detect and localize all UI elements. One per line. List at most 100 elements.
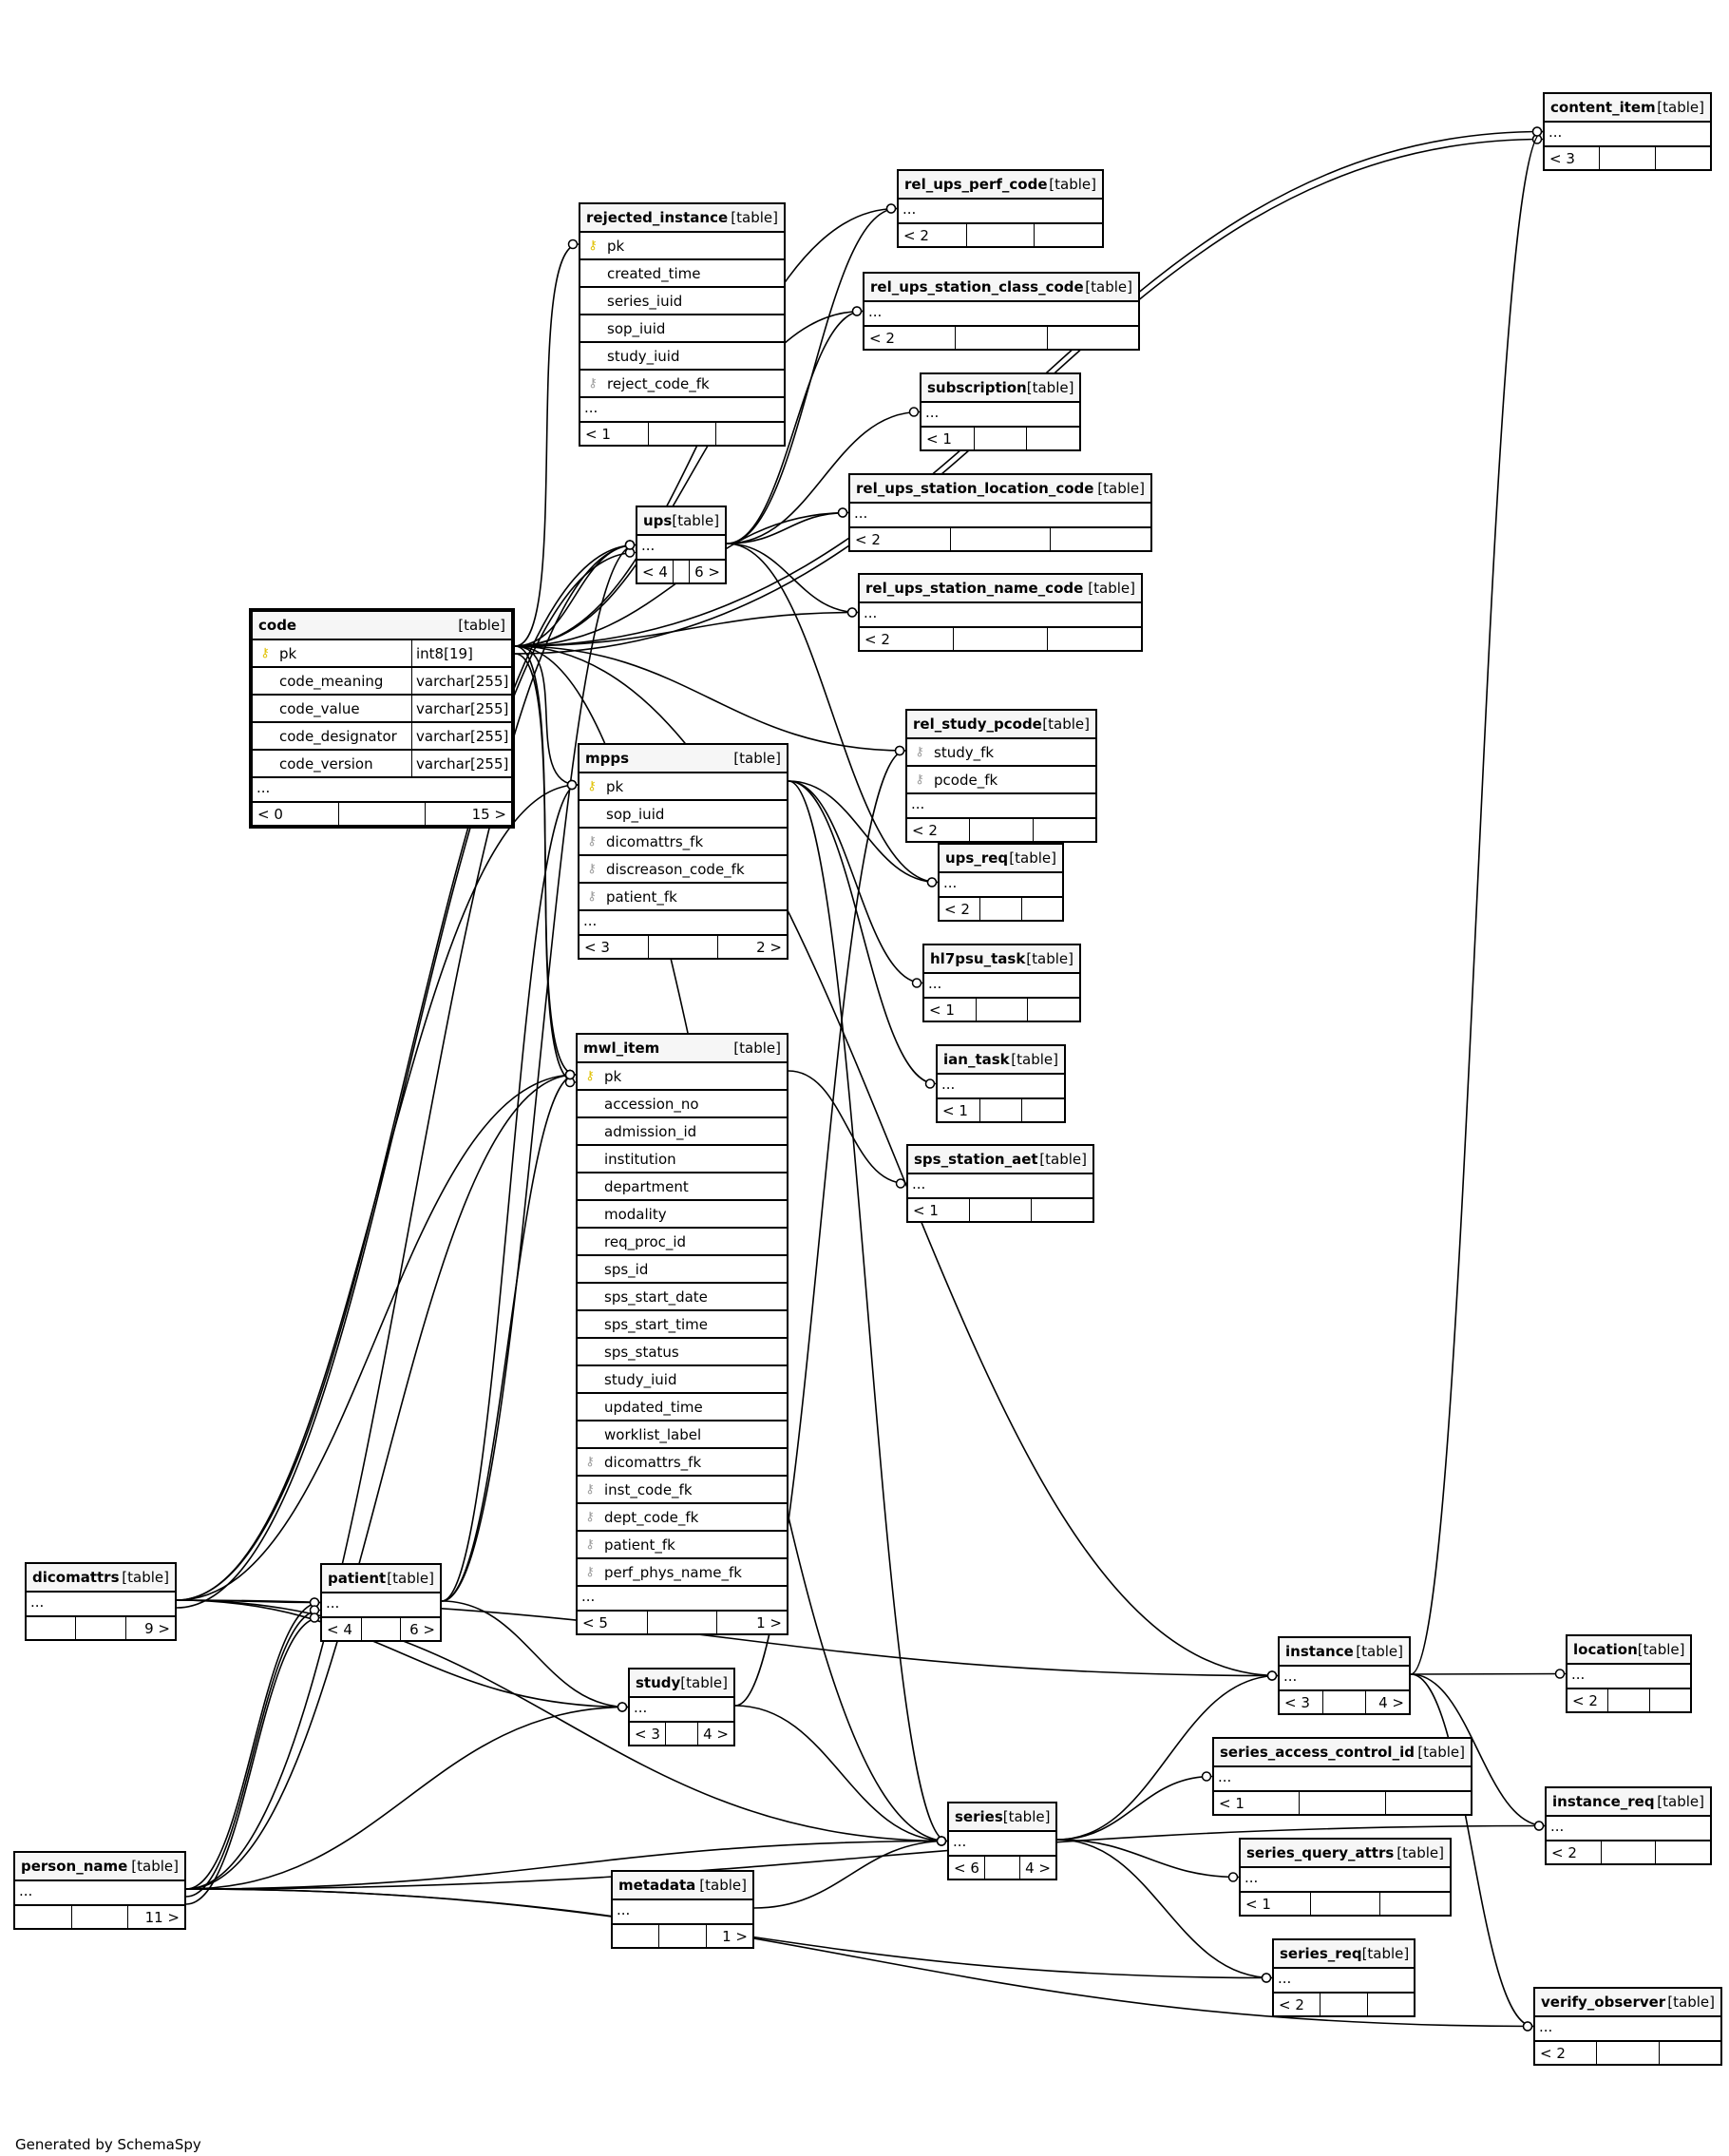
incoming-count bbox=[15, 1906, 72, 1928]
table-rel-ups-station-name-code[interactable]: rel_ups_station_name_code[table]...< 2 bbox=[858, 573, 1143, 652]
incoming-count: < 2 bbox=[1535, 2042, 1598, 2064]
table-header: mpps[table] bbox=[580, 745, 787, 773]
column-name: inst_code_fk bbox=[604, 1480, 693, 1498]
table-name: rel_ups_station_location_code bbox=[856, 480, 1094, 497]
outgoing-count bbox=[1034, 819, 1095, 841]
table-name: sps_station_aet bbox=[914, 1151, 1038, 1168]
table-dicomattrs[interactable]: dicomattrs[table]...9 > bbox=[25, 1562, 177, 1641]
table-name: rel_study_pcode bbox=[913, 715, 1042, 733]
column-name: reject_code_fk bbox=[607, 374, 710, 392]
more-columns-indicator: ... bbox=[580, 398, 784, 423]
incoming-count: < 2 bbox=[1568, 1689, 1609, 1711]
table-header: verify_observer[table] bbox=[1535, 1989, 1720, 2017]
column-name: study_iuid bbox=[604, 1370, 677, 1388]
incoming-count: < 2 bbox=[1274, 1994, 1321, 2015]
table-ups-req[interactable]: ups_req[table]...< 2 bbox=[938, 843, 1064, 922]
relationship-line bbox=[726, 511, 849, 544]
table-header: instance[table] bbox=[1280, 1638, 1409, 1667]
column-name: discreason_code_fk bbox=[606, 860, 745, 878]
footer-spacer bbox=[648, 1612, 718, 1633]
relationship-line bbox=[1056, 1839, 1273, 1979]
table-type-tag: [table] bbox=[1657, 99, 1704, 116]
table-footer: < 1 bbox=[1241, 1893, 1450, 1915]
table-type-tag: [table] bbox=[1361, 1945, 1410, 1962]
table-hl7psu-task[interactable]: hl7psu_task[table]...< 1 bbox=[922, 944, 1081, 1022]
table-rel-ups-perf-code[interactable]: rel_ups_perf_code[table]...< 2 bbox=[897, 169, 1104, 248]
table-type-tag: [table] bbox=[731, 209, 778, 226]
primary-key-icon: ⚷ bbox=[260, 646, 270, 660]
foreign-key-icon: ⚷ bbox=[585, 1482, 595, 1497]
more-columns-indicator: ... bbox=[1241, 1868, 1450, 1893]
table-content-item[interactable]: content_item[table]...< 3 bbox=[1543, 92, 1712, 171]
column-row: institution bbox=[578, 1146, 787, 1173]
outgoing-count bbox=[1656, 1841, 1710, 1863]
table-instance-req[interactable]: instance_req[table]...< 2 bbox=[1545, 1786, 1712, 1865]
column-name: sps_start_time bbox=[604, 1315, 708, 1333]
table-header: rel_ups_station_location_code[table] bbox=[850, 475, 1150, 504]
table-type-tag: [table] bbox=[672, 512, 720, 529]
foreign-key-icon: ⚷ bbox=[585, 1537, 595, 1552]
table-series-req[interactable]: series_req[table]...< 2 bbox=[1272, 1938, 1416, 2017]
table-ian-task[interactable]: ian_task[table]...< 1 bbox=[936, 1044, 1066, 1123]
table-type-tag: [table] bbox=[1042, 715, 1090, 733]
column-row: worklist_label bbox=[578, 1421, 787, 1449]
column-name: patient_fk bbox=[606, 887, 677, 906]
table-type-tag: [table] bbox=[1039, 1151, 1087, 1168]
column-type: varchar[255] bbox=[411, 723, 511, 749]
table-person-name[interactable]: person_name[table]...11 > bbox=[13, 1851, 186, 1930]
more-columns-indicator: ... bbox=[637, 536, 725, 561]
relationship-line bbox=[185, 1840, 948, 1890]
table-type-tag: [table] bbox=[1657, 1793, 1704, 1810]
relationship-line bbox=[726, 310, 864, 544]
more-columns-indicator: ... bbox=[938, 1075, 1064, 1099]
table-verify-observer[interactable]: verify_observer[table]...< 2 bbox=[1533, 1987, 1722, 2066]
column-type: varchar[255] bbox=[411, 696, 511, 721]
table-rel-ups-station-class-code[interactable]: rel_ups_station_class_code[table]...< 2 bbox=[863, 272, 1140, 351]
outgoing-count bbox=[1368, 1994, 1414, 2015]
foreign-key-icon: ⚷ bbox=[587, 834, 597, 849]
relationship-line bbox=[185, 1824, 1546, 1890]
table-metadata[interactable]: metadata[table]...1 > bbox=[611, 1870, 754, 1949]
table-rel-ups-station-location-code[interactable]: rel_ups_station_location_code[table]...<… bbox=[848, 473, 1152, 552]
column-type: int8[19] bbox=[411, 640, 511, 666]
table-series-access-control-id[interactable]: series_access_control_id[table]...< 1 bbox=[1212, 1737, 1472, 1816]
table-subscription[interactable]: subscription[table]...< 1 bbox=[920, 372, 1081, 451]
optional-cardinality-marker bbox=[567, 238, 579, 250]
column-row: ⚷pk bbox=[580, 233, 784, 260]
table-sps-station-aet[interactable]: sps_station_aet[table]...< 1 bbox=[906, 1144, 1094, 1223]
table-footer: < 2 bbox=[864, 327, 1138, 349]
relationship-line bbox=[1410, 130, 1544, 1675]
table-header: dicomattrs[table] bbox=[27, 1564, 175, 1593]
footer-spacer bbox=[1311, 1893, 1381, 1915]
footer-spacer bbox=[977, 999, 1029, 1021]
table-type-tag: [table] bbox=[1417, 1744, 1465, 1761]
more-columns-indicator: ... bbox=[1547, 1817, 1710, 1841]
table-footer: < 2 bbox=[1568, 1689, 1690, 1711]
table-rel-study-pcode[interactable]: rel_study_pcode[table]⚷study_fk⚷pcode_fk… bbox=[905, 709, 1097, 843]
column-name: pk bbox=[607, 237, 625, 255]
table-name: series bbox=[955, 1808, 1003, 1825]
table-header: patient[table] bbox=[322, 1565, 440, 1593]
optional-cardinality-marker bbox=[895, 1178, 906, 1189]
column-row: sps_start_date bbox=[578, 1284, 787, 1311]
table-location[interactable]: location[table]...< 2 bbox=[1566, 1634, 1692, 1713]
incoming-count: < 3 bbox=[630, 1723, 666, 1745]
table-name: study bbox=[636, 1674, 681, 1691]
column-name: req_proc_id bbox=[604, 1232, 687, 1250]
column-name: accession_no bbox=[604, 1095, 699, 1113]
table-series-query-attrs[interactable]: series_query_attrs[table]...< 1 bbox=[1239, 1838, 1452, 1917]
footer-spacer bbox=[1602, 1841, 1657, 1863]
relationship-line bbox=[726, 543, 939, 884]
